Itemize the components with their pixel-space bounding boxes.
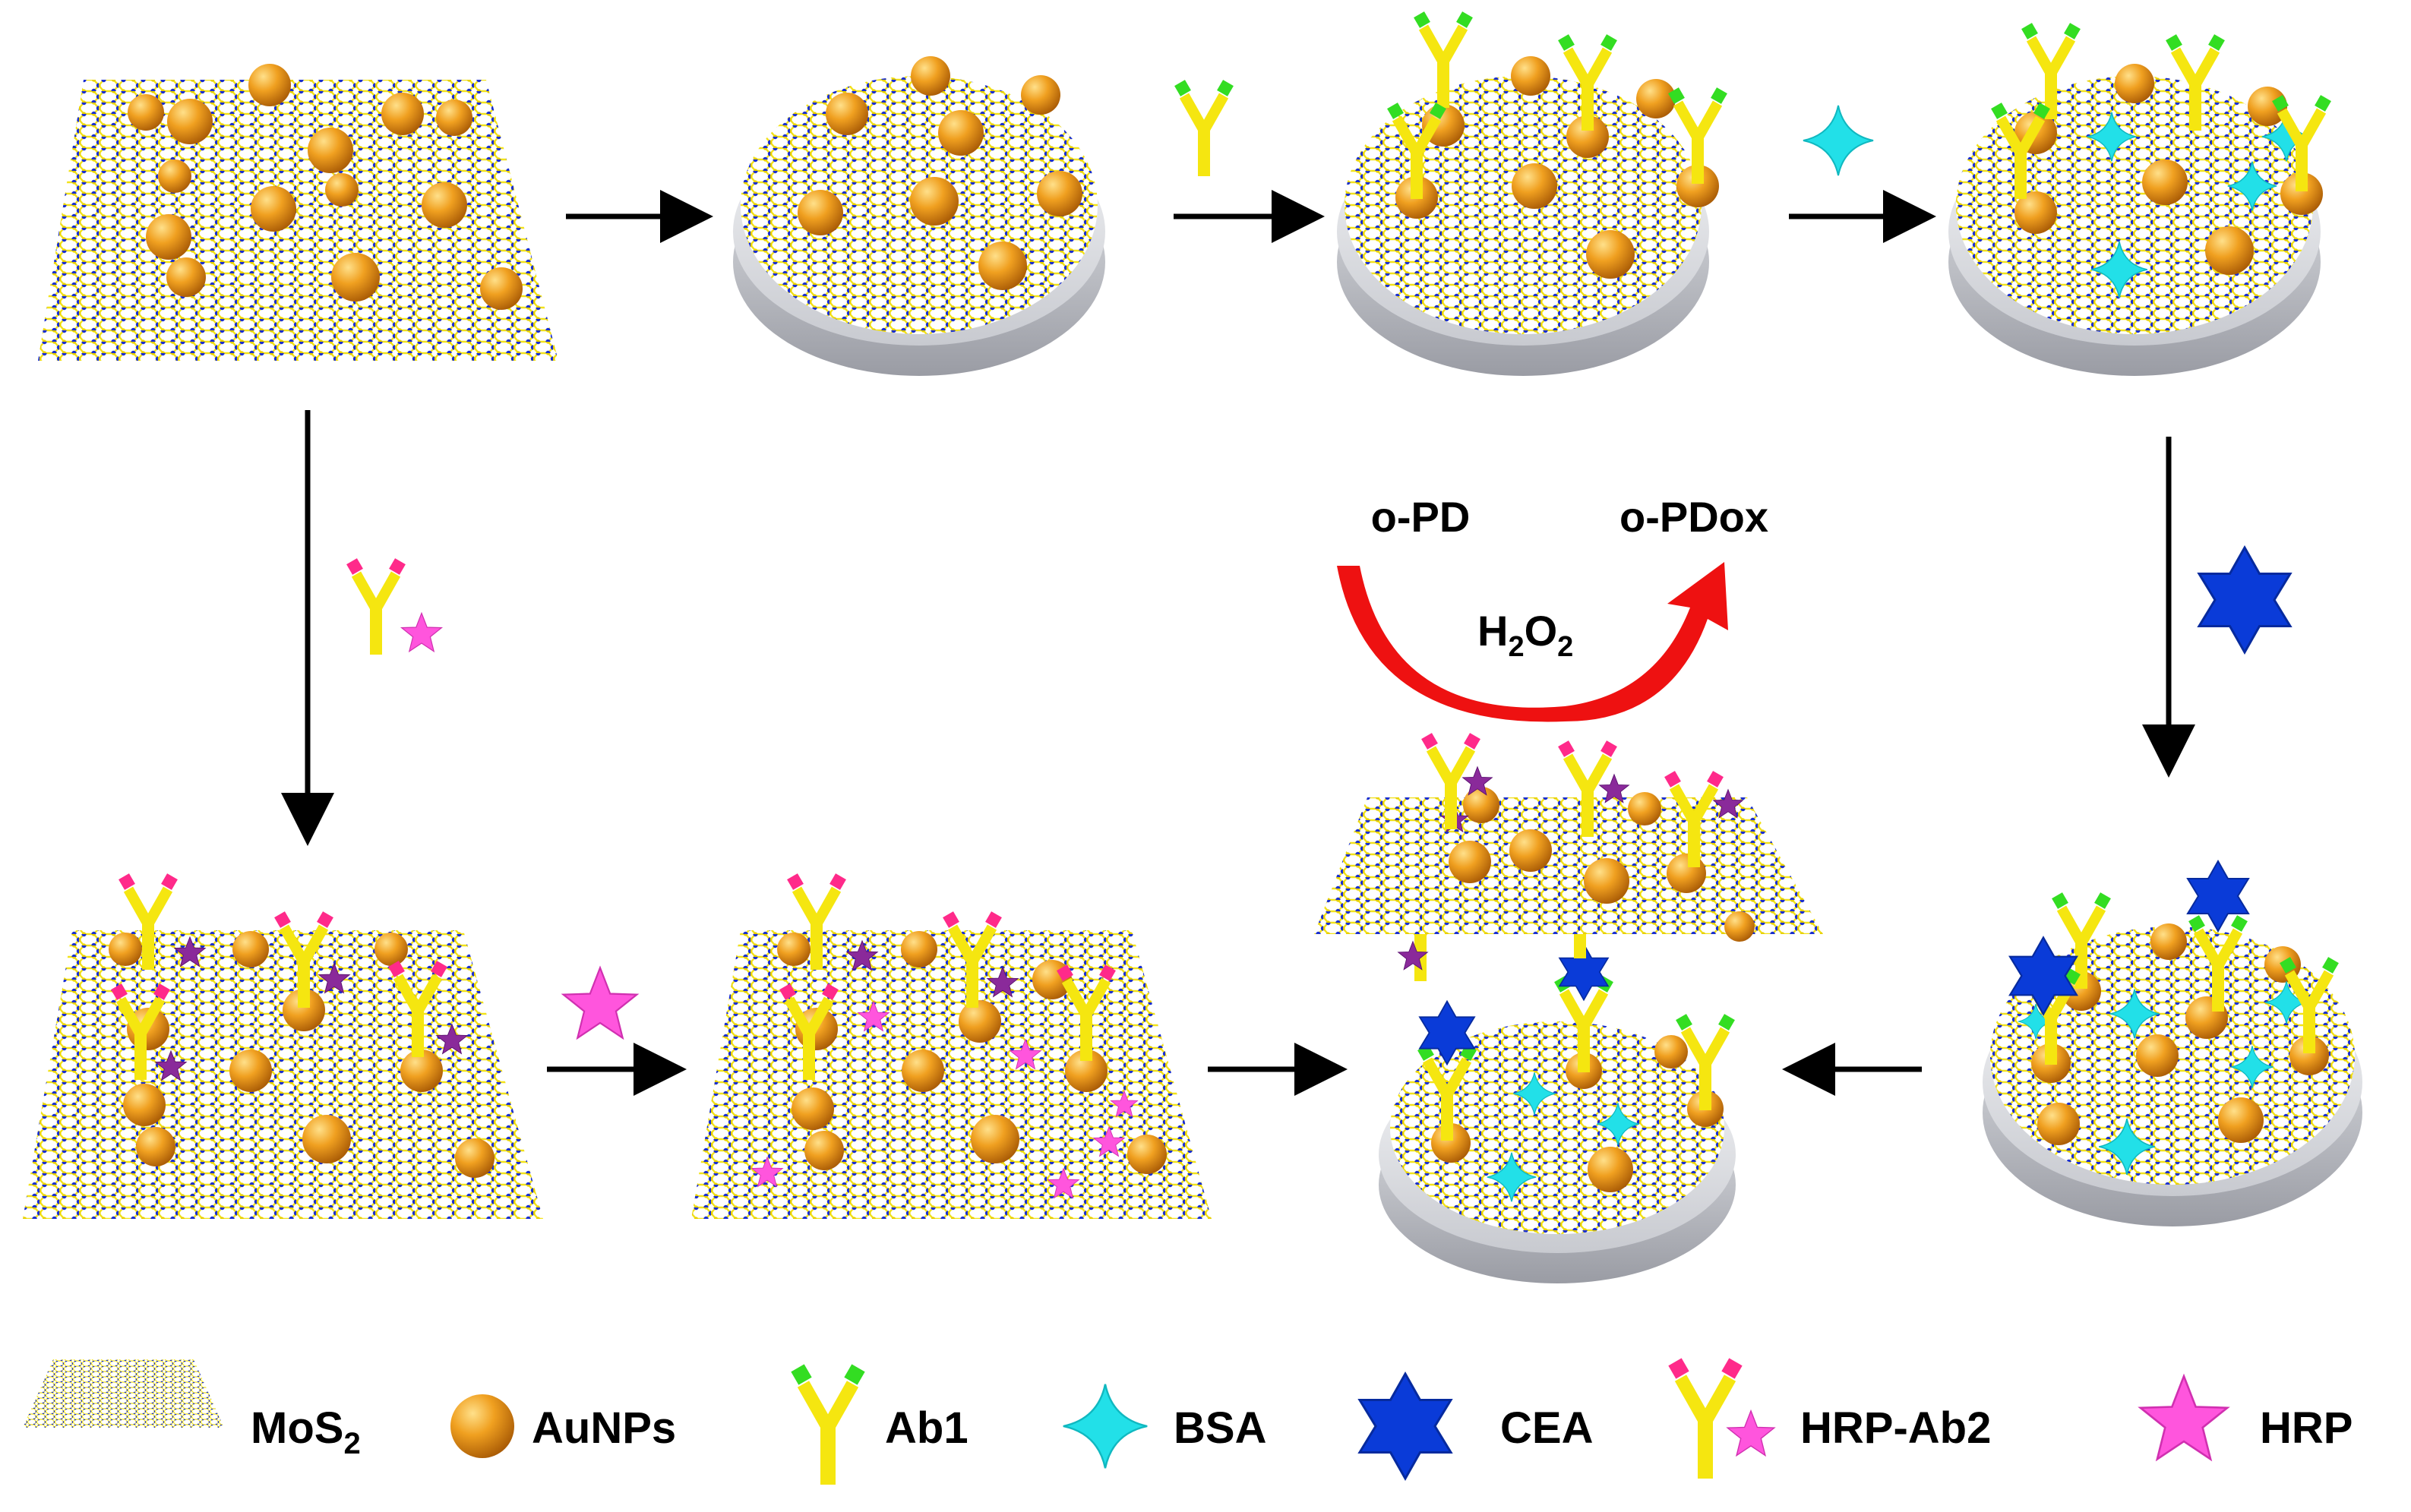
electrode-aunps xyxy=(733,56,1105,376)
oxidant-label: H2O2 xyxy=(1477,607,1573,663)
legend-label-mos2: MoS2 xyxy=(251,1403,361,1460)
hrp-ab2-icon xyxy=(1668,1358,1742,1479)
legend-label-ab1: Ab1 xyxy=(885,1403,969,1453)
hrp-reagent-icon xyxy=(562,967,638,1039)
bsa-reagent-icon xyxy=(1803,105,1874,176)
legend-label-hrp-ab2: HRP-Ab2 xyxy=(1800,1403,1991,1453)
aunp-group xyxy=(128,64,523,310)
legend-item-mos2: MoS2 xyxy=(23,1359,361,1460)
hrp-ab2-reagent-star xyxy=(400,612,443,652)
legend-label-aunps: AuNPs xyxy=(532,1403,676,1453)
legend: MoS2 AuNPs Ab1 BSA CEA HRP-Ab2 HRP xyxy=(23,1358,2353,1485)
legend-item-aunps: AuNPs xyxy=(450,1394,676,1458)
electrode-ab1 xyxy=(1337,11,1727,376)
mos2-aunps-sheet xyxy=(38,64,558,361)
electrode-ab1-bsa xyxy=(1948,23,2331,376)
ab1-reagent-icon xyxy=(1174,80,1234,176)
electrode-ab1-bsa-cea xyxy=(1983,860,2362,1226)
hrp-ab2-reagent-icon xyxy=(346,558,406,655)
legend-label-cea: CEA xyxy=(1500,1403,1593,1453)
cea-reagent-icon xyxy=(2198,546,2292,654)
reaction-substrate: o-PD xyxy=(1371,493,1471,541)
cea-icon xyxy=(1358,1372,1452,1480)
legend-item-cea: CEA xyxy=(1358,1372,1593,1480)
mos2-icon xyxy=(23,1359,224,1428)
bsa-icon xyxy=(1062,1383,1149,1469)
mos2-aunps-hrp-ab2-hrp-sheet xyxy=(691,873,1212,1219)
legend-item-hrp-ab2: HRP-Ab2 xyxy=(1668,1358,1991,1479)
reaction-product: o-PDox xyxy=(1619,493,1768,541)
ab1-icon xyxy=(791,1364,864,1485)
legend-item-bsa: BSA xyxy=(1062,1383,1266,1469)
reaction-scheme: o-PD o-PDox H2O2 xyxy=(1337,493,1768,722)
legend-label-bsa: BSA xyxy=(1174,1403,1266,1453)
legend-item-ab1: Ab1 xyxy=(791,1364,969,1485)
legend-label-hrp: HRP xyxy=(2260,1403,2353,1453)
aunp-icon xyxy=(450,1394,514,1458)
hrp-icon xyxy=(2139,1375,2229,1460)
legend-item-hrp: HRP xyxy=(2139,1375,2353,1460)
mos2-aunps-hrp-ab2-sheet xyxy=(23,873,543,1219)
sandwich-immunosensor xyxy=(1314,733,1823,1283)
hrp-ab2-star-icon xyxy=(1727,1410,1775,1457)
